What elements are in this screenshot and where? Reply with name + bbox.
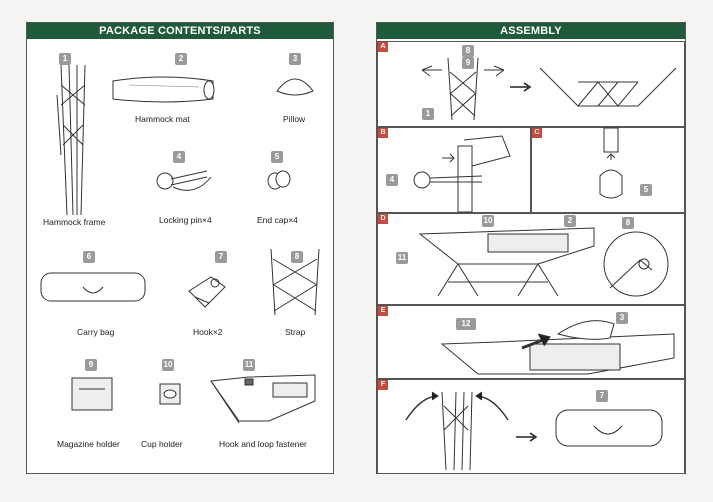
part-number-5: 5 <box>271 151 283 163</box>
part-label-4: Locking pin×4 <box>159 215 212 225</box>
part-label-8: Strap <box>285 327 306 337</box>
callout-d-11: 11 <box>396 252 408 264</box>
part-label-3: Pillow <box>283 114 306 124</box>
step-a-letter: A <box>378 42 388 52</box>
step-b-letter: B <box>378 128 388 138</box>
part-label-10: Cup holder <box>141 439 183 449</box>
callout-f-7: 7 <box>596 390 608 402</box>
hammock-frame-illustration <box>56 64 86 216</box>
part-label-9: Magazine holder <box>57 439 120 449</box>
step-b-panel: B 4 <box>377 127 531 213</box>
locking-pin-insert-illustration <box>413 135 511 213</box>
step-e-letter: E <box>378 306 388 316</box>
part-number-7: 7 <box>215 251 227 263</box>
part-label-6: Carry bag <box>77 327 115 337</box>
step-d-letter: D <box>378 214 388 224</box>
magazine-holder-illustration <box>71 377 113 411</box>
arrow-right-icon <box>516 432 538 442</box>
locking-pin-illustration <box>156 170 212 191</box>
part-label-11: Hook and loop fastener <box>219 439 307 449</box>
callout-a-9: 9 <box>462 57 474 69</box>
callout-b-4: 4 <box>386 174 398 186</box>
part-number-10: 10 <box>162 359 174 371</box>
callout-a-1: 1 <box>422 108 434 120</box>
pillow-placement-illustration <box>440 320 675 375</box>
package-contents-title: PACKAGE CONTENTS/PARTS <box>27 23 333 39</box>
hammock-mat-illustration <box>112 76 215 103</box>
step-f-panel: F 7 <box>377 379 685 474</box>
folding-frame-illustration <box>405 391 509 471</box>
folded-frame-illustration <box>421 57 505 121</box>
expanded-frame-illustration <box>539 67 677 107</box>
part-number-2: 2 <box>175 53 187 65</box>
part-number-8: 8 <box>291 251 303 263</box>
pillow-illustration <box>276 78 314 96</box>
hook-illustration <box>188 276 226 308</box>
part-number-1: 1 <box>59 53 71 65</box>
callout-a-8: 8 <box>462 45 474 57</box>
part-label-5: End cap×4 <box>257 215 298 225</box>
callout-d-2: 2 <box>564 215 576 227</box>
part-number-4: 4 <box>173 151 185 163</box>
callout-d-10: 10 <box>482 215 494 227</box>
hook-loop-fastener-illustration <box>210 374 316 424</box>
step-f-letter: F <box>378 380 388 390</box>
part-label-2: Hammock mat <box>135 114 190 124</box>
part-number-6: 6 <box>83 251 95 263</box>
strap-illustration <box>270 248 320 316</box>
callout-d-8: 8 <box>622 217 634 229</box>
cup-holder-illustration <box>159 383 181 405</box>
step-c-letter: C <box>532 128 542 138</box>
step-e-panel: E 12 3 <box>377 305 685 379</box>
part-number-9: 9 <box>85 359 97 371</box>
part-number-11: 11 <box>243 359 255 371</box>
carry-bag-illustration <box>40 272 146 302</box>
part-label-7: Hook×2 <box>193 327 223 337</box>
part-label-1: Hammock frame <box>43 217 106 227</box>
arrow-right-icon <box>510 82 532 92</box>
hammock-assembled-illustration <box>418 227 595 297</box>
step-d-panel: D 10 2 11 8 <box>377 213 685 305</box>
packed-carry-bag-illustration <box>555 409 663 447</box>
end-cap-attach-illustration <box>599 127 623 199</box>
callout-e-3: 3 <box>616 312 628 324</box>
callout-c-5: 5 <box>640 184 652 196</box>
strap-detail-illustration <box>603 231 669 297</box>
end-cap-illustration <box>267 170 291 190</box>
step-a-panel: A 8 9 1 <box>377 41 685 127</box>
step-c-panel: C 5 <box>531 127 685 213</box>
assembly-title: ASSEMBLY <box>377 23 685 39</box>
callout-e-12: 12 <box>456 318 476 330</box>
package-contents-page: PACKAGE CONTENTS/PARTS 1 Hammock frame 2… <box>26 22 334 474</box>
part-number-3: 3 <box>289 53 301 65</box>
assembly-page: ASSEMBLY A 8 9 1 B 4 <box>376 22 686 474</box>
